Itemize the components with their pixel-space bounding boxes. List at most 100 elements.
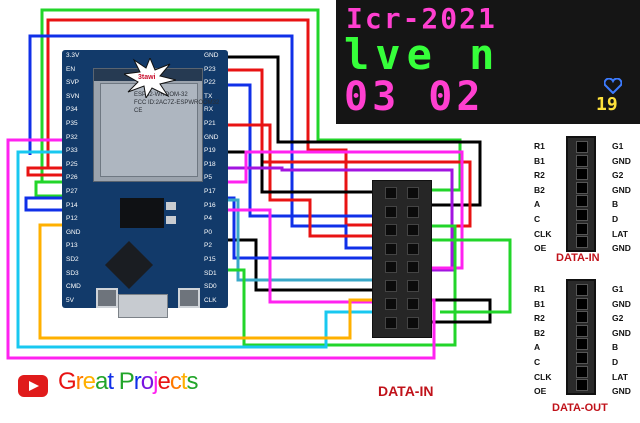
connector-label: C bbox=[534, 356, 541, 367]
board-pin-label: RX bbox=[204, 106, 214, 114]
header-pin bbox=[407, 242, 419, 255]
header-pin bbox=[385, 279, 397, 292]
header-pin bbox=[407, 187, 419, 199]
wire-magenta-p16 bbox=[228, 208, 372, 304]
connector-label: G1 bbox=[612, 284, 624, 294]
board-pin-label: P25 bbox=[66, 160, 78, 168]
board-pin-label: P0 bbox=[204, 228, 212, 236]
connector-out bbox=[566, 279, 596, 395]
board-pin-label: CLK bbox=[204, 296, 217, 304]
board-pin-label: P17 bbox=[204, 188, 216, 195]
connector-in-title: DATA-IN bbox=[556, 252, 600, 264]
connector-label: OE bbox=[534, 243, 547, 254]
wire-green-p15 bbox=[228, 224, 457, 347]
brand-part-2: Projects bbox=[118, 368, 199, 395]
en-button bbox=[96, 288, 118, 308]
connector-label: B bbox=[612, 342, 619, 353]
connector-label: G2 bbox=[612, 313, 624, 324]
connector-label: GND bbox=[612, 184, 631, 195]
board-pin-label: SD2 bbox=[66, 256, 79, 263]
wire-green-right bbox=[430, 238, 512, 314]
connector-label: GND bbox=[612, 386, 631, 397]
header-pin bbox=[407, 279, 419, 292]
connector-label: R1 bbox=[534, 284, 545, 294]
board-pin-label: P22 bbox=[204, 79, 216, 87]
board-pin-label: SD3 bbox=[66, 269, 79, 277]
board-pin-label: P16 bbox=[204, 201, 216, 209]
board-pin-label: P23 bbox=[204, 65, 216, 73]
reg-pad bbox=[166, 216, 176, 224]
board-pin-label: SVN bbox=[66, 92, 80, 100]
panel-line-2: lve n bbox=[344, 30, 501, 79]
wire-blue-top bbox=[28, 34, 372, 250]
board-pin-label: GND bbox=[66, 228, 81, 236]
board-pin-label: P2 bbox=[204, 242, 212, 250]
connector-label: R1 bbox=[534, 141, 545, 151]
board-pin-label: P15 bbox=[204, 256, 216, 263]
wire-black-p2 bbox=[228, 238, 372, 292]
board-pin-label: 5V bbox=[66, 296, 74, 304]
header-pin bbox=[385, 187, 397, 199]
connector-label: B bbox=[612, 199, 619, 210]
board-pin-label: SD1 bbox=[204, 269, 217, 277]
brand-name: Great Projects bbox=[58, 368, 199, 396]
connector-pin bbox=[576, 168, 588, 181]
brand-part-1: Great bbox=[58, 368, 114, 395]
connector-pin bbox=[576, 352, 588, 364]
connector-label: GND bbox=[612, 155, 631, 166]
board-pin-label: P4 bbox=[204, 215, 212, 223]
connector-label: A bbox=[534, 199, 541, 210]
connector-label: G2 bbox=[612, 170, 624, 181]
header-pin bbox=[407, 316, 419, 329]
wire-orange-left bbox=[38, 223, 372, 340]
connector-label: GND bbox=[612, 327, 631, 338]
board-pin-label: P14 bbox=[66, 201, 78, 209]
connector-pin bbox=[576, 154, 588, 167]
connector-pin bbox=[576, 338, 588, 351]
wire-teal-p17 bbox=[228, 198, 372, 282]
header-pin bbox=[407, 261, 419, 273]
led-panel: Icr-2021 lve n 03 02 19 bbox=[336, 0, 640, 124]
connector-pin bbox=[576, 236, 588, 249]
board-pin-label: P26 bbox=[66, 174, 78, 182]
connector-label: B1 bbox=[534, 298, 545, 309]
header-title: DATA-IN bbox=[378, 383, 434, 399]
connector-pin bbox=[576, 181, 588, 194]
connector-label: G1 bbox=[612, 141, 624, 151]
wire-blue-left bbox=[24, 196, 62, 212]
connector-pin bbox=[576, 209, 588, 221]
board-pin-label: P21 bbox=[204, 120, 216, 127]
connector-pin bbox=[576, 222, 588, 235]
wire-green-top bbox=[40, 8, 462, 192]
board-pin-label: P13 bbox=[66, 242, 78, 250]
header-pin bbox=[385, 261, 397, 273]
wire-magenta-left bbox=[6, 138, 436, 360]
connector-pin bbox=[576, 324, 588, 337]
connector-pin bbox=[576, 141, 588, 153]
board-pin-label: P27 bbox=[66, 188, 78, 195]
connector-out-title: DATA-OUT bbox=[552, 402, 608, 414]
connector-pin bbox=[576, 379, 588, 392]
connector-label: D bbox=[612, 213, 619, 224]
connector-label: GND bbox=[612, 243, 631, 254]
connector-in bbox=[566, 136, 596, 252]
connector-label: R2 bbox=[534, 170, 545, 181]
header-pin bbox=[385, 298, 397, 310]
board-pin-label: SVP bbox=[66, 79, 80, 87]
connector-label: LAT bbox=[612, 228, 628, 239]
header-pin bbox=[385, 205, 397, 218]
wire-red-left bbox=[26, 166, 62, 177]
connector-label: A bbox=[534, 342, 541, 353]
board-pin-label: GND bbox=[204, 133, 219, 141]
boot-button bbox=[178, 288, 200, 308]
connector-label: D bbox=[612, 356, 619, 367]
reg-pad bbox=[166, 202, 176, 210]
header-pin bbox=[407, 205, 419, 218]
board-pin-label: EN bbox=[66, 65, 76, 73]
board-pin-label: 3.3V bbox=[66, 52, 80, 59]
board-pin-label: P35 bbox=[66, 120, 78, 127]
hub75-header bbox=[372, 180, 432, 338]
